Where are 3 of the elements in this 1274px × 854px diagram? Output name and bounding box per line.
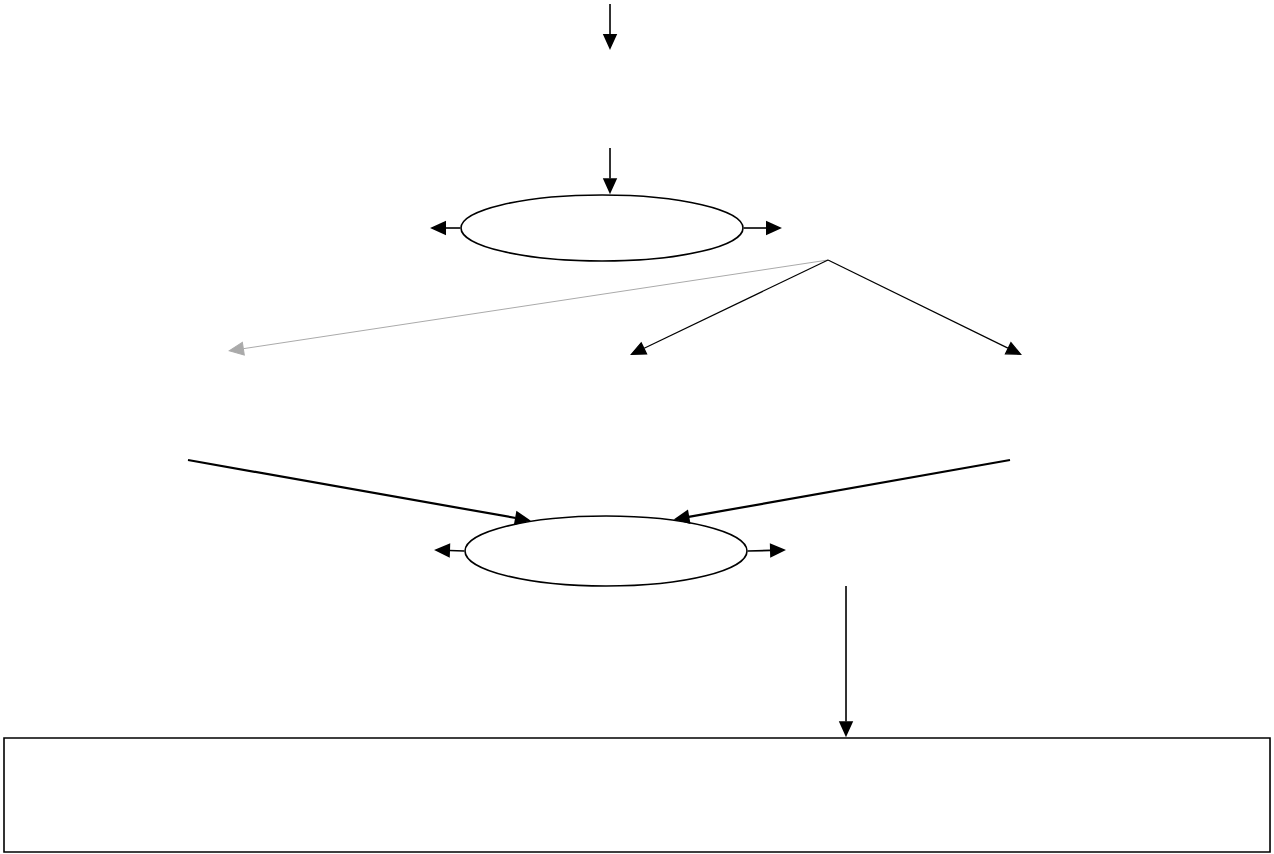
rectangle-box: [3, 737, 1271, 853]
ellipse: [460, 194, 744, 262]
ellipse: [464, 515, 748, 587]
